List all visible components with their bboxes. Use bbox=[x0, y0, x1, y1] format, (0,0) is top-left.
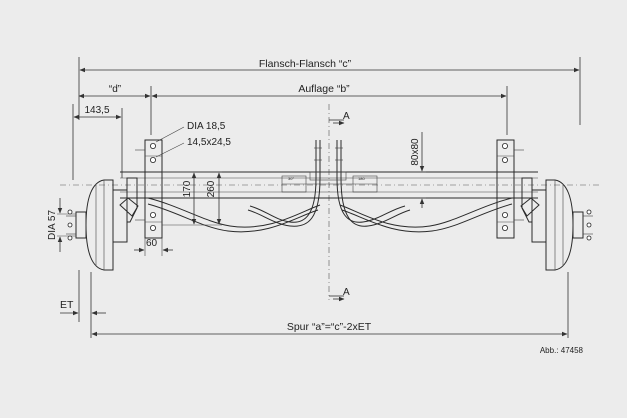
label-143-5: 143,5 bbox=[84, 105, 109, 116]
label-section-a-bottom: A bbox=[343, 287, 350, 298]
label-track-a: Spur “a”=“c”-2xET bbox=[287, 321, 372, 333]
right-wheel-hub bbox=[520, 177, 593, 271]
label-support-b: Auflage “b” bbox=[298, 83, 350, 95]
torsion-arms bbox=[147, 197, 513, 233]
dimension-80x80: 80x80 bbox=[400, 132, 426, 208]
label-section-a-top: A bbox=[343, 111, 350, 122]
right-mounting-bracket bbox=[496, 139, 524, 239]
label-60: 60 bbox=[146, 238, 158, 249]
figure-id: Abb.: 47458 bbox=[540, 346, 584, 355]
dimension-60: 60 bbox=[134, 238, 173, 256]
label-et: ET bbox=[60, 299, 74, 311]
label-flange-to-flange: Flansch-Flansch “c” bbox=[259, 58, 352, 70]
left-mounting-bracket bbox=[135, 139, 163, 239]
axle-tube: 30° 180 bbox=[60, 171, 600, 199]
dimension-flange-to-flange: Flansch-Flansch “c” bbox=[78, 57, 581, 125]
dimension-170-260: 170 260 bbox=[162, 171, 222, 226]
svg-text:180: 180 bbox=[358, 176, 365, 181]
label-slot-14-5x24-5: 14,5x24,5 bbox=[187, 137, 231, 148]
section-a-marks: A A bbox=[328, 104, 350, 302]
label-d: “d” bbox=[109, 84, 121, 95]
dimension-et: ET bbox=[60, 270, 106, 338]
dimension-d-and-support: “d” Auflage “b” bbox=[78, 83, 508, 135]
label-dia-57: DIA 57 bbox=[47, 210, 58, 240]
dimension-track-a: Spur “a”=“c”-2xET bbox=[91, 272, 569, 338]
label-80x80: 80x80 bbox=[410, 138, 421, 166]
brake-cables bbox=[247, 140, 411, 227]
label-170: 170 bbox=[182, 180, 193, 197]
leader-hole-callouts: DIA 18,5 14,5x24,5 bbox=[155, 121, 231, 158]
svg-text:30°: 30° bbox=[288, 176, 294, 181]
label-260: 260 bbox=[206, 180, 217, 197]
dimension-dia-57: DIA 57 bbox=[47, 198, 76, 252]
dimension-143-5: 143,5 bbox=[72, 104, 123, 180]
label-dia-18-5: DIA 18,5 bbox=[187, 121, 226, 132]
left-wheel-hub bbox=[66, 177, 139, 271]
